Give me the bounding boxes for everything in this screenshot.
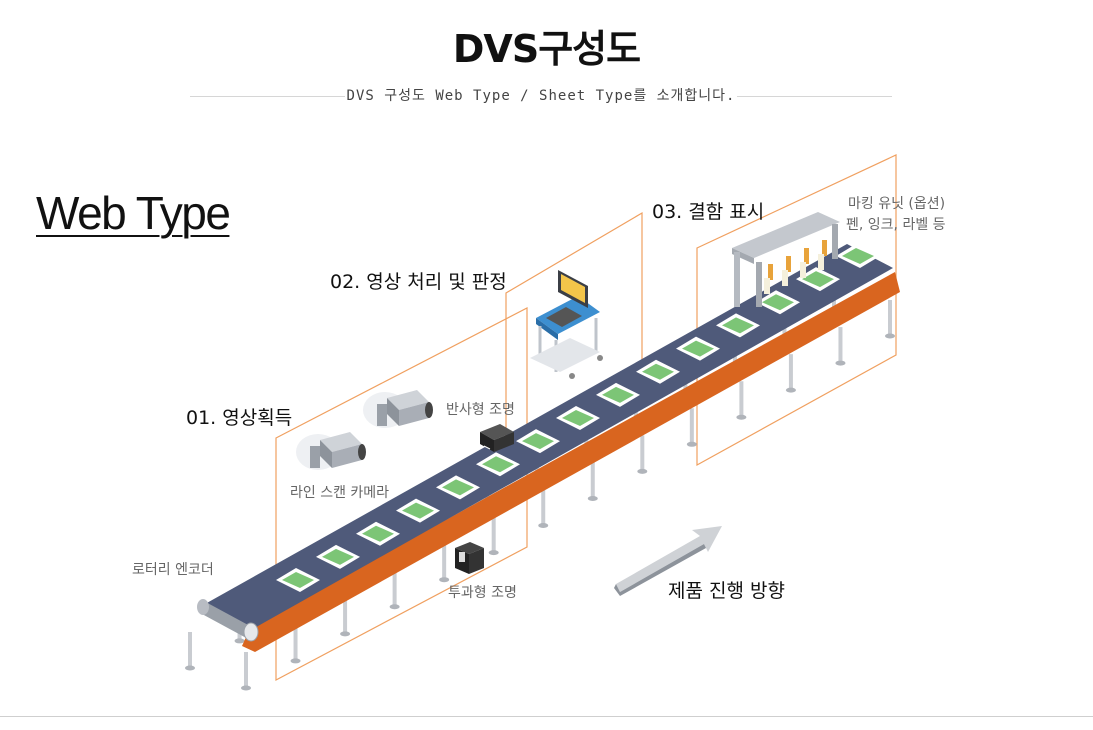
product-sheet [676,336,720,361]
product-sheet [756,290,800,315]
section-heading: Web Type [36,187,231,239]
product-sheet [476,452,520,477]
transmissive-light-label: 투과형 조명 [448,585,517,601]
line-scan-camera-label: 라인 스캔 카메라 [290,485,389,501]
transmissive-light-device [455,542,484,574]
conveyor-leg [290,624,301,664]
stage-3-label: 03. 결함 표시 [652,201,764,223]
conveyor-leg [637,435,648,474]
computer-workstation [530,270,603,379]
conveyor-leg [185,632,195,671]
marking-unit-label-line2: 펜, 잉크, 라벨 등 [846,217,946,233]
rotary-encoder-label: 로터리 엔코더 [132,562,214,578]
line-scan-camera-1 [296,432,366,470]
product-sheet [596,382,640,407]
conveyor-leg [538,489,549,529]
conveyor-leg [835,327,846,366]
conveyor-leg [885,300,895,339]
direction-label: 제품 진행 방향 [668,580,785,602]
product-sheet [716,313,760,338]
product-sheet [396,498,440,523]
page-subtitle: DVS 구성도 Web Type / Sheet Type를 소개합니다. [190,86,892,106]
products [276,244,880,592]
reflective-light-label: 반사형 조명 [446,402,515,418]
product-sheet [516,429,560,454]
conveyor-leg [488,516,499,556]
product-sheet [556,406,600,430]
rotary-encoder-roller [197,599,259,642]
product-sheet [636,359,680,384]
conveyor-leg [340,597,351,637]
bottom-divider [0,716,1093,717]
conveyor-leg [686,408,697,447]
stage-2-label: 02. 영상 처리 및 판정 [330,271,507,293]
product-sheet [796,267,840,292]
belt-side [242,272,900,652]
conveyor-leg [241,652,251,691]
stage-1-label: 01. 영상획득 [186,407,292,429]
line-scan-camera-2 [363,390,433,428]
product-sheet [276,568,320,592]
reflective-light-device [480,424,514,452]
conveyor-leg [785,354,796,393]
subtitle-row: DVS 구성도 Web Type / Sheet Type를 소개합니다. [190,86,892,106]
page-subtitle-text: DVS 구성도 Web Type / Sheet Type를 소개합니다. [344,88,738,104]
page-title: DVS구성도 [452,27,641,71]
marking-unit [732,212,840,307]
conveyor-leg [587,462,598,501]
direction-arrow [614,526,722,596]
conveyor-leg [736,381,747,420]
product-sheet [316,544,360,569]
product-sheet [836,244,880,268]
marking-unit-label-line1: 마킹 유닛 (옵션) [848,196,945,212]
product-sheet [436,475,480,500]
conveyor-leg [439,543,450,583]
conveyor-leg [389,570,400,610]
product-sheet [356,521,400,546]
